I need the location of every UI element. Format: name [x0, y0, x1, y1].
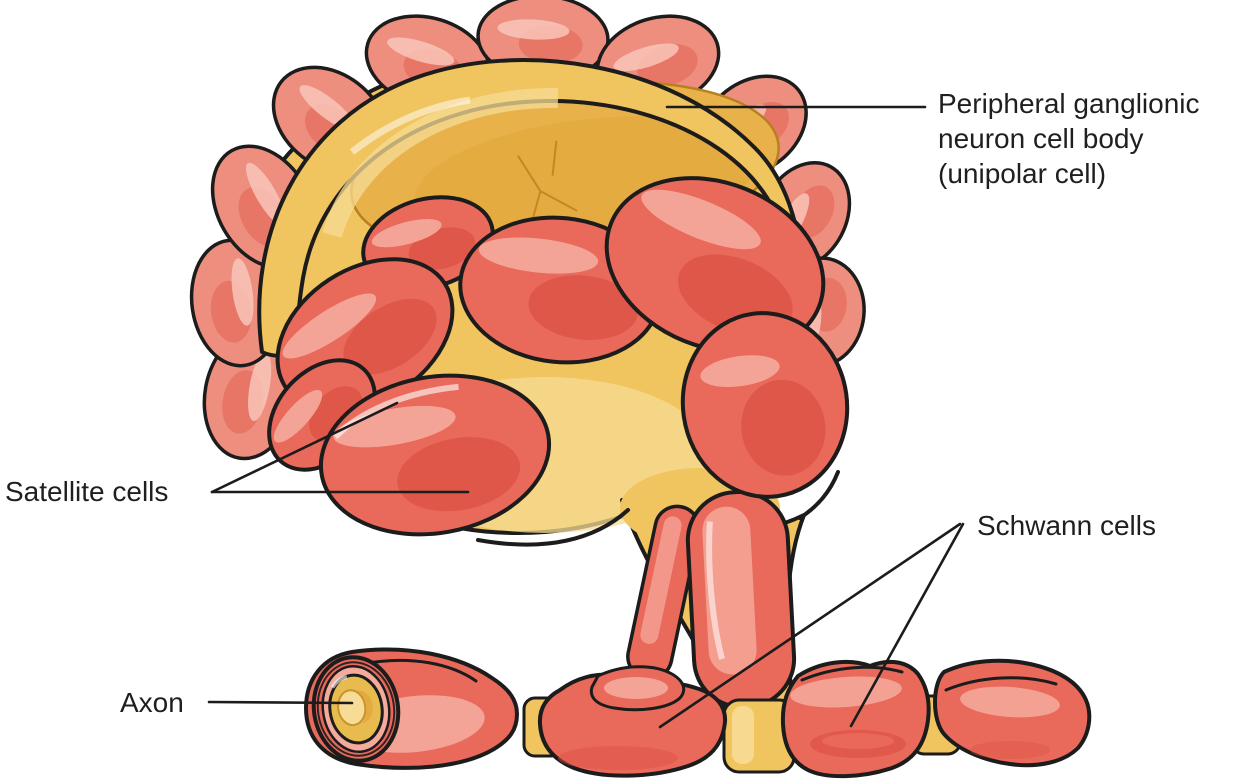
- axon-core: [337, 689, 367, 727]
- label-schwann-cells: Schwann cells: [977, 510, 1156, 541]
- leader-lines: [207, 105, 965, 729]
- leader-schwann-right: [849, 522, 965, 728]
- schwann-segment: [537, 665, 728, 778]
- leader-satellite-upper: [210, 401, 399, 494]
- label-cell-body-line2: neuron cell body: [938, 123, 1143, 154]
- axon-core-shadow: [357, 690, 373, 724]
- cut-end-gloss: [330, 675, 348, 689]
- leader-schwann-left: [658, 522, 962, 729]
- node-highlight: [732, 706, 754, 764]
- schwann-segment: [933, 658, 1092, 768]
- ganglion-cluster: [189, 0, 866, 746]
- nerve-fiber: [304, 647, 1092, 779]
- label-axon: Axon: [120, 687, 184, 718]
- axon-cut-end: [311, 655, 401, 763]
- label-cell-body-line3: (unipolar cell): [938, 158, 1106, 189]
- satellite-cells-front: [267, 176, 850, 537]
- ganglion-bottom-edge: [476, 470, 840, 547]
- labels: Peripheral ganglionic neuron cell body (…: [5, 88, 1200, 718]
- label-satellite-cells: Satellite cells: [5, 476, 168, 507]
- myelin-fold-line: [316, 661, 396, 757]
- label-cell-body-line1: Peripheral ganglionic: [938, 88, 1200, 119]
- satellite-cell: [680, 311, 850, 499]
- leader-axon: [207, 700, 354, 705]
